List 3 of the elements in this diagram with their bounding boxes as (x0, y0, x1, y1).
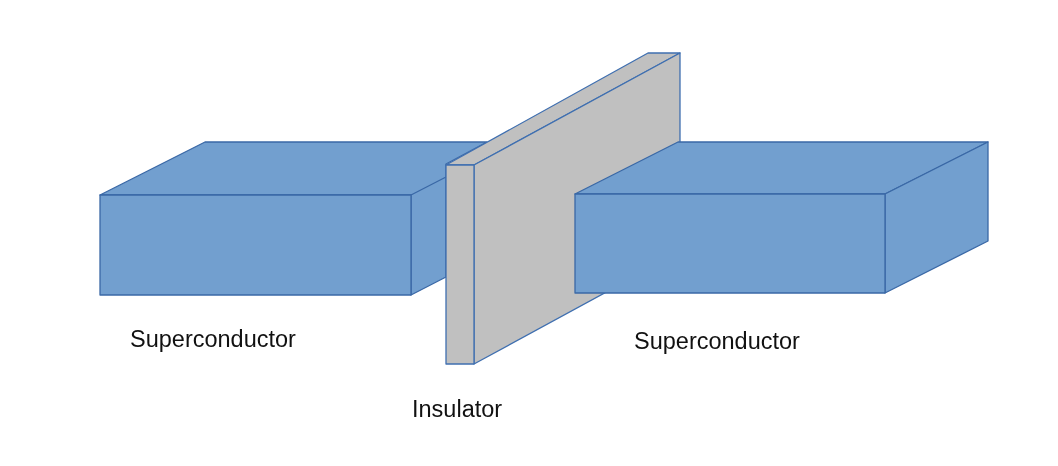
part-label: Insulator (412, 396, 503, 423)
part-label: Superconductor (634, 328, 800, 355)
part-label: Superconductor (130, 326, 296, 353)
